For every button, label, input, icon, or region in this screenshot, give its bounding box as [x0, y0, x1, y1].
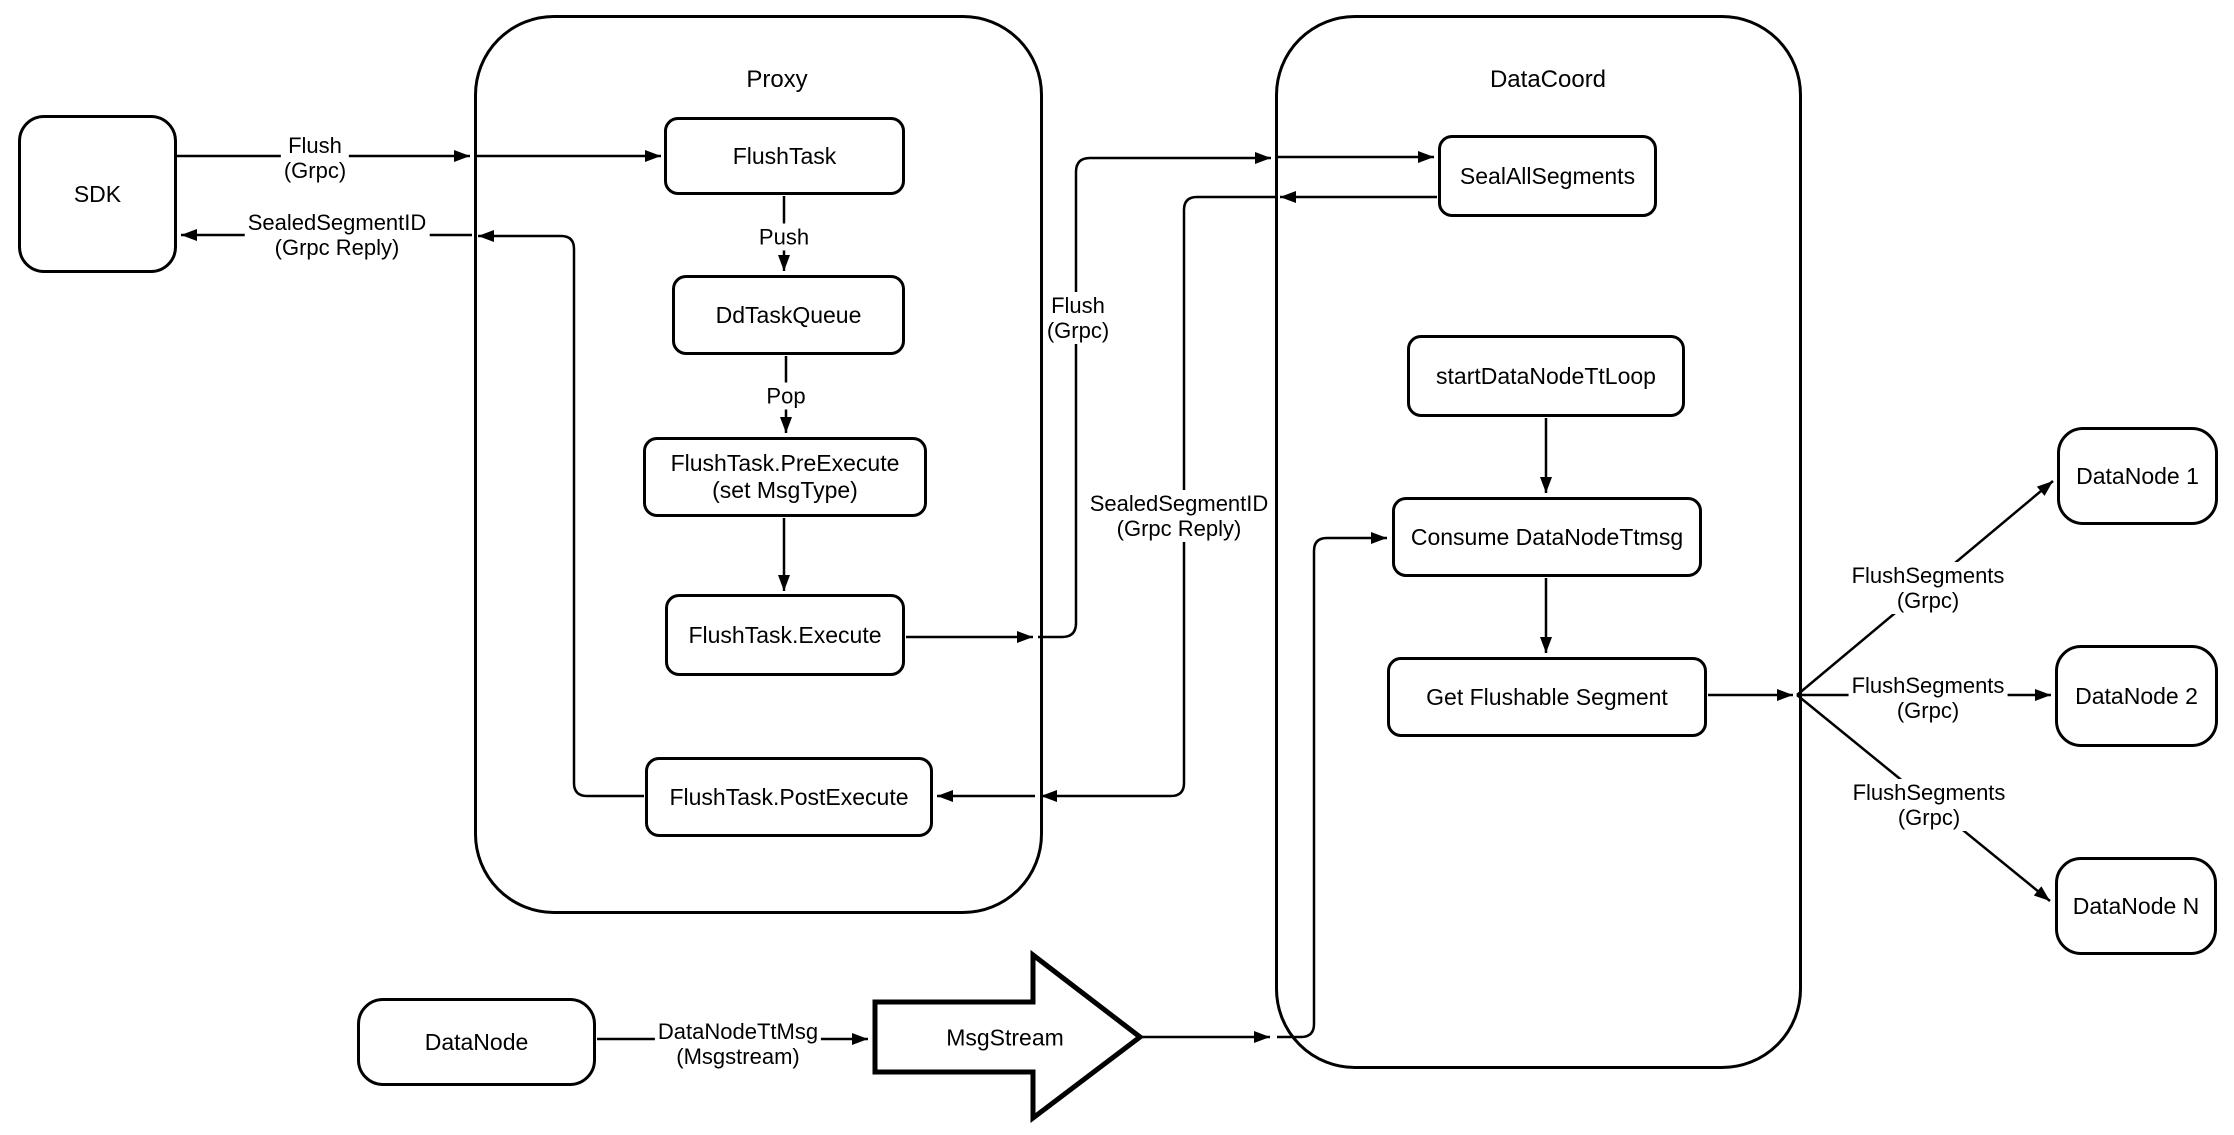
node-seal-all-segments: SealAllSegments — [1438, 135, 1657, 217]
node-pre-execute: FlushTask.PreExecute (set MsgType) — [643, 437, 927, 517]
node-data-node-1: DataNode 1 — [2057, 427, 2218, 525]
edge-postexecute-to-proxy-border — [478, 230, 644, 798]
edge-label-flush-segments-2: FlushSegments (Grpc) — [1848, 672, 2008, 724]
node-post-execute: FlushTask.PostExecute — [645, 757, 933, 837]
node-data-node-source: DataNode — [357, 998, 596, 1086]
edge-label-push: Push — [755, 223, 813, 251]
edge-label-flush-segments-1: FlushSegments (Grpc) — [1848, 562, 2008, 614]
msgstream-shape — [872, 949, 1145, 1124]
datacoord-container-title: DataCoord — [1489, 66, 1607, 93]
edge-label-sealed-segment-id-sdk: SealedSegmentID (Grpc Reply) — [244, 209, 430, 261]
node-consume-data-node-ttmsg: Consume DataNodeTtmsg — [1392, 497, 1702, 577]
edge-label-flush-grpc-sdk: Flush (Grpc) — [280, 132, 350, 184]
node-dd-task-queue: DdTaskQueue — [672, 275, 905, 355]
edge-label-flush-grpc-mid: Flush (Grpc) — [1043, 292, 1113, 344]
edge-label-pop: Pop — [763, 382, 809, 410]
node-flush-task: FlushTask — [664, 117, 905, 195]
node-get-flushable-segment: Get Flushable Segment — [1387, 657, 1707, 737]
msgstream-shape-label: MsgStream — [946, 1024, 1064, 1051]
node-start-data-node-tt-loop: startDataNodeTtLoop — [1407, 335, 1685, 417]
proxy-container — [474, 15, 1043, 914]
edge-border-to-consume — [1277, 532, 1387, 1039]
edge-flush-grpc-mid — [1038, 152, 1271, 639]
node-execute: FlushTask.Execute — [665, 594, 905, 676]
node-data-node-n: DataNode N — [2055, 857, 2217, 955]
edge-label-data-node-tt-msg: DataNodeTtMsg (Msgstream) — [654, 1018, 822, 1070]
node-data-node-2: DataNode 2 — [2055, 645, 2218, 747]
proxy-container-title: Proxy — [746, 66, 808, 93]
node-sdk: SDK — [18, 115, 177, 273]
datacoord-container — [1275, 15, 1802, 1069]
edge-label-sealed-segment-id-mid: SealedSegmentID (Grpc Reply) — [1086, 490, 1272, 542]
edge-label-flush-segments-3: FlushSegments (Grpc) — [1849, 779, 2009, 831]
